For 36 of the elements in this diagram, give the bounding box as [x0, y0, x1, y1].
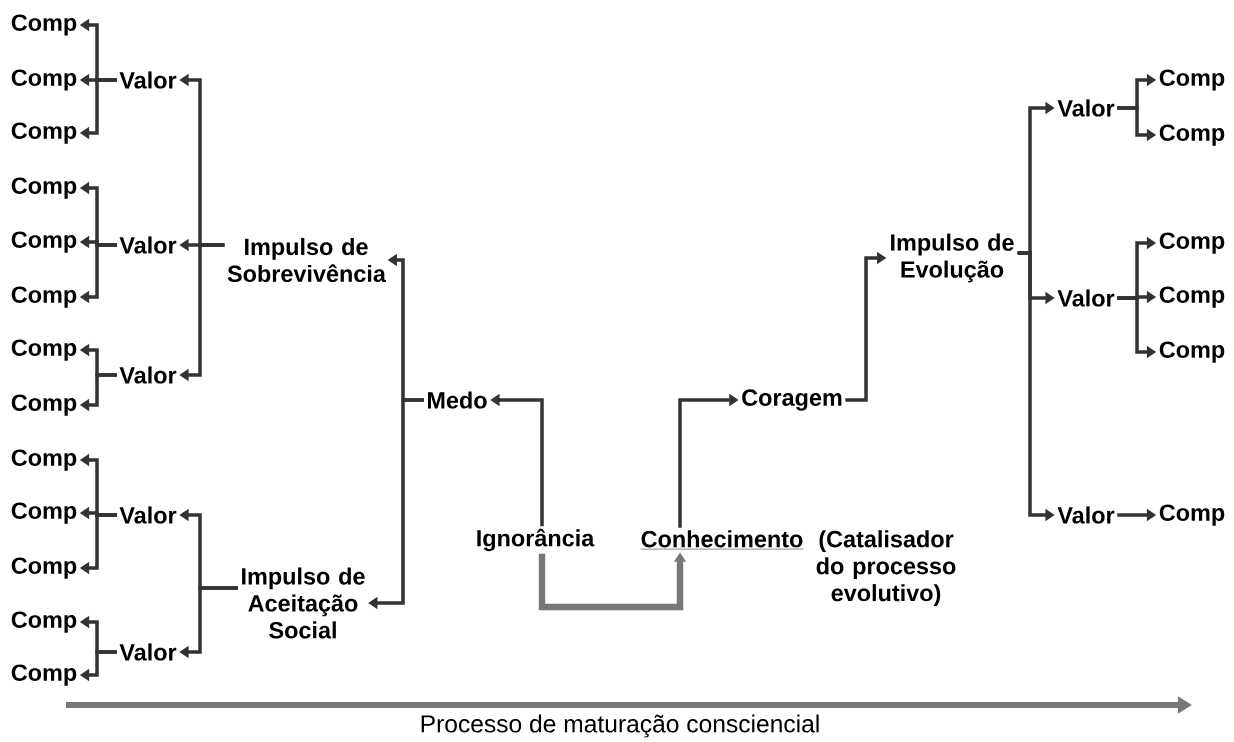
concept-label: Comp — [11, 122, 77, 144]
concept-label: Comp — [1159, 232, 1225, 254]
concept-label: Conhecimento — [640, 530, 804, 550]
concept-label: Valor — [1057, 99, 1115, 117]
concept-label: Valor — [119, 366, 177, 384]
concept-label: Comp — [11, 611, 77, 633]
concept-label: Comp — [11, 557, 77, 579]
concept-label: Comp — [11, 394, 77, 416]
axis-caption: Processo de maturação consciencial — [421, 714, 819, 738]
concept-label: Valor — [119, 236, 177, 254]
concept-label: Valor — [119, 506, 177, 524]
concept-label: Comp — [1159, 69, 1225, 91]
concept-label: Valor — [119, 71, 177, 89]
concept-label: Impulso de Sobrevivência — [227, 237, 387, 283]
concept-label: Comp — [1159, 286, 1225, 308]
concept-label: Comp — [11, 502, 77, 524]
concept-label: Impulso de Aceitação Social — [242, 567, 365, 639]
concept-label: Coragem — [742, 389, 842, 411]
concept-label: Comp — [11, 231, 77, 253]
concept-label: Comp — [1159, 504, 1225, 526]
concept-label: Valor — [1057, 289, 1115, 307]
concept-label: Comp — [1159, 341, 1225, 363]
concept-label: Ignorância — [477, 528, 595, 552]
concept-label: Comp — [11, 177, 77, 199]
concept-label: Valor — [1057, 506, 1115, 524]
concept-label: Comp — [11, 69, 77, 91]
concept-label: Comp — [11, 339, 77, 361]
note-text: (Catalisador do processo evolutivo) — [816, 530, 956, 606]
concept-label: Medo — [428, 391, 487, 409]
concept-label: Valor — [119, 643, 177, 661]
concept-label: Comp — [1159, 124, 1225, 146]
concept-label: Comp — [11, 14, 77, 36]
concept-label: Comp — [11, 449, 77, 471]
concept-label: Comp — [11, 664, 77, 686]
concept-label: Comp — [11, 286, 77, 308]
concept-label: Impulso de Evolução — [891, 233, 1014, 283]
